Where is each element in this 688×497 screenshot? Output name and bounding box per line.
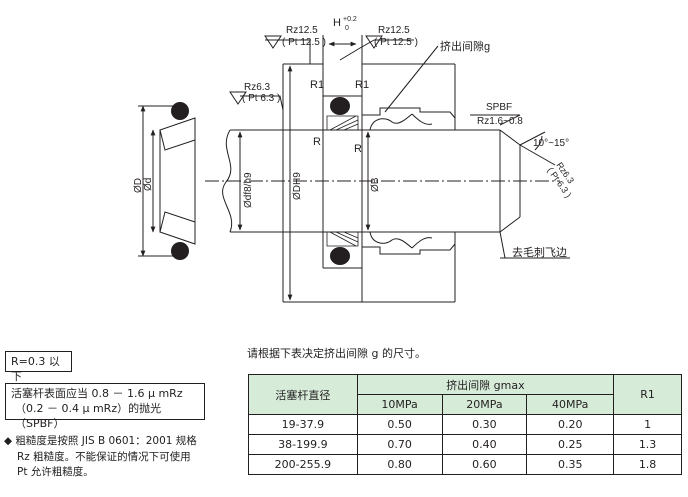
cell-10mpa: 0.80 bbox=[356, 454, 443, 475]
table-row: 200-255.9 0.80 0.60 0.35 1.8 bbox=[248, 454, 682, 475]
header-extrusion-gap: 挤出间隙 gmax bbox=[356, 374, 615, 395]
dia-D-label: ØD bbox=[133, 178, 144, 193]
r-note-text: R=0.3 以下 bbox=[11, 355, 60, 383]
o-ring-sections bbox=[171, 97, 350, 265]
deburr-label: 去毛刺飞边 bbox=[512, 246, 567, 259]
dia-df8-label: Ødf8/h9 bbox=[243, 172, 254, 208]
dia-d-label: Ød bbox=[143, 178, 154, 191]
pt-left-top: ( Pt 12.5 ) bbox=[282, 37, 326, 48]
roughness-line1: 粗糙度是按照 JIS B 0601：2001 规格 bbox=[15, 435, 197, 447]
bullet-diamond-icon: ◆ bbox=[4, 435, 13, 447]
table-row: 19-37.9 0.50 0.30 0.20 1 bbox=[248, 414, 682, 435]
rz-left-top: Rz12.5 bbox=[286, 25, 318, 36]
cell-r1: 1 bbox=[613, 414, 682, 435]
rz-right-top: Rz12.5 bbox=[378, 25, 410, 36]
cell-40mpa: 0.25 bbox=[526, 434, 615, 455]
header-r1: R1 bbox=[613, 374, 682, 415]
cell-10mpa: 0.70 bbox=[356, 434, 443, 455]
roughness-note: ◆ 粗糙度是按照 JIS B 0601：2001 规格 Rz 粗糙度。不能保证的… bbox=[4, 434, 214, 481]
spbf-label: SPBF bbox=[486, 102, 512, 113]
table-intro: 请根据下表决定挤出间隙 g 的尺寸。 bbox=[247, 347, 426, 360]
cell-40mpa: 0.35 bbox=[526, 454, 615, 475]
dia-DH9-label: ØDH9 bbox=[292, 172, 303, 200]
r1-right-label: R1 bbox=[355, 79, 369, 91]
cell-rod: 38-199.9 bbox=[248, 434, 358, 455]
dia-B-label: ØB bbox=[370, 177, 381, 192]
cell-20mpa: 0.30 bbox=[441, 414, 528, 435]
cell-20mpa: 0.60 bbox=[441, 454, 528, 475]
extrusion-gap-label: 挤出间隙g bbox=[440, 39, 490, 53]
pt-right-top: ( Pt 12.5 ) bbox=[374, 37, 418, 48]
r-left-label: R bbox=[313, 136, 321, 148]
cell-20mpa: 0.40 bbox=[441, 434, 528, 455]
angle-label: 10°~15° bbox=[533, 138, 569, 149]
cell-rod: 200-255.9 bbox=[248, 454, 358, 475]
header-rod-diameter: 活塞杆直径 bbox=[248, 374, 358, 415]
pt63-label: ( Pt 6.3 ) bbox=[242, 93, 280, 104]
r-right-label: R bbox=[354, 143, 362, 155]
cell-10mpa: 0.50 bbox=[356, 414, 443, 435]
roughness-line2: Rz 粗糙度。不能保证的情况下可使用 bbox=[17, 450, 191, 463]
r1-left-label: R1 bbox=[310, 79, 324, 91]
header-10mpa: 10MPa bbox=[356, 394, 443, 415]
cell-40mpa: 0.20 bbox=[526, 414, 615, 435]
roughness-line3: Pt 允许粗糙度。 bbox=[17, 466, 94, 478]
table-row: 38-199.9 0.70 0.40 0.25 1.3 bbox=[248, 434, 682, 455]
h-tolerance-lower: 0 bbox=[345, 25, 349, 32]
r-note-box: R=0.3 以下 bbox=[5, 351, 72, 383]
rod-finish-line1: 活塞杆表面应当 0.8 － 1.6 μ mRz bbox=[11, 387, 183, 400]
h-label: H bbox=[333, 17, 341, 29]
h-tolerance-upper: +0.2 bbox=[343, 16, 357, 23]
header-20mpa: 20MPa bbox=[441, 394, 528, 415]
rz63-label: Rz6.3 bbox=[244, 82, 271, 93]
cell-r1: 1.8 bbox=[613, 454, 682, 475]
rz-range-label: Rz1.6~0.8 bbox=[477, 116, 523, 127]
seal-groove-drawing: Rz12.5 ( Pt 12.5 ) H +0.2 0 Rz12.5 ( Pt … bbox=[133, 16, 576, 303]
extrusion-gap-table: 活塞杆直径 挤出间隙 gmax R1 10MPa 20MPa 40MPa 19-… bbox=[248, 374, 682, 475]
cell-rod: 19-37.9 bbox=[248, 414, 358, 435]
rod-finish-line2: （0.2 － 0.4 μ mRz）的抛光（SPBF） bbox=[15, 402, 162, 430]
rod-finish-note-box: 活塞杆表面应当 0.8 － 1.6 μ mRz （0.2 － 0.4 μ mRz… bbox=[5, 383, 205, 430]
header-40mpa: 40MPa bbox=[526, 394, 615, 415]
cell-r1: 1.3 bbox=[613, 434, 682, 455]
